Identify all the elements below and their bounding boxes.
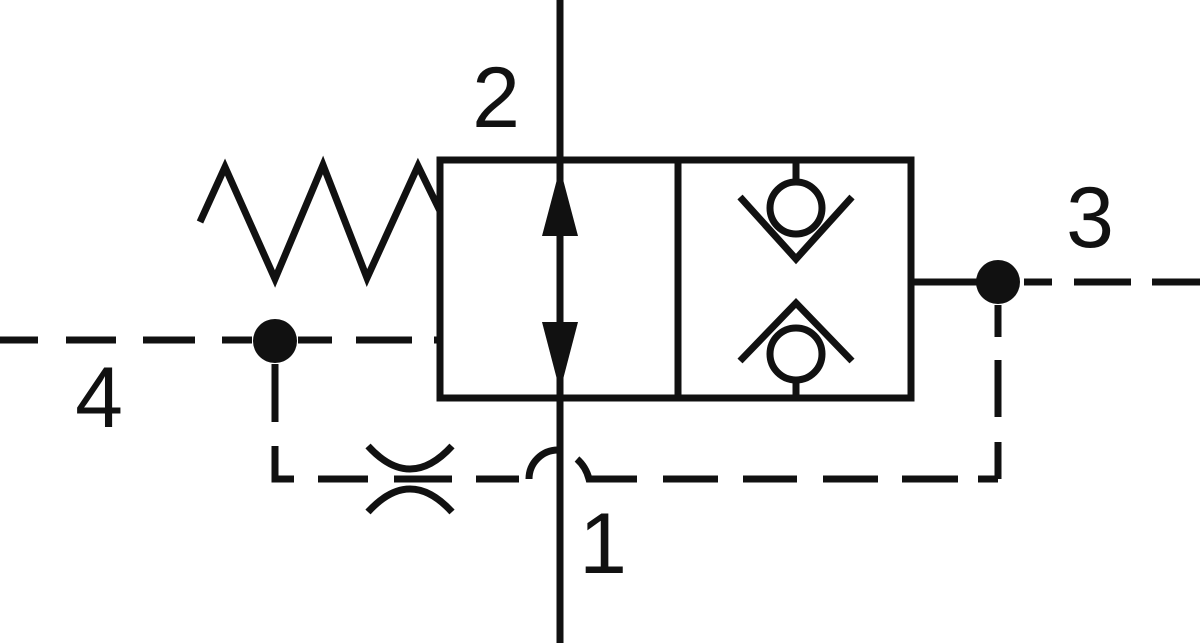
check-valve-bottom-seat xyxy=(737,297,855,364)
line-hop-right-arc xyxy=(574,456,637,483)
port-label-1: 1 xyxy=(579,496,627,592)
junction-dot-left xyxy=(253,319,297,363)
flow-arrow-up-icon xyxy=(542,168,578,236)
junction-dot-right xyxy=(976,260,1020,304)
orifice-icon xyxy=(365,443,455,515)
line-hop-left-arc xyxy=(525,446,559,480)
check-valve-bottom-ball xyxy=(766,324,826,384)
check-valve-bottom-icon xyxy=(737,297,855,398)
port-label-4: 4 xyxy=(75,350,123,446)
port-label-2: 2 xyxy=(472,50,520,146)
pilot-line-left xyxy=(271,364,294,483)
flow-arrow-down-icon xyxy=(542,322,578,391)
bidirectional-flow-arrow-icon xyxy=(542,168,578,391)
valve-body xyxy=(436,156,915,402)
pilot-line-bottom-right xyxy=(663,442,1002,483)
check-valve-top-ball xyxy=(766,178,826,238)
check-valve-top-seat xyxy=(737,194,855,265)
line-hop-icon xyxy=(525,446,637,483)
port-label-3: 3 xyxy=(1066,170,1114,266)
check-valve-top-icon xyxy=(737,162,855,265)
spring-icon xyxy=(196,155,444,288)
